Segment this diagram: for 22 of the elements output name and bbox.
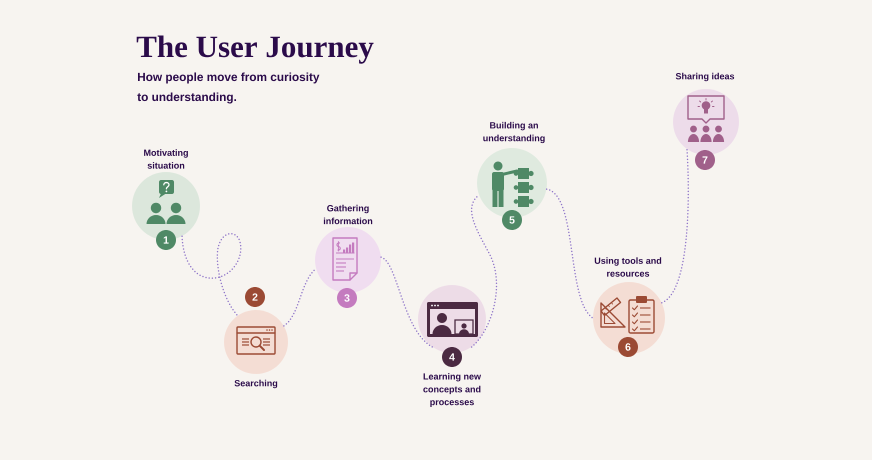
- dotted-path: [661, 148, 690, 304]
- step-heading: Using tools and resources: [594, 257, 662, 277]
- title: The User Journey: [136, 35, 374, 64]
- number-badge: 4: [442, 347, 462, 367]
- dotted-path: [283, 268, 317, 327]
- step-heading: Learning new concepts and processes: [423, 373, 482, 407]
- number-badge: 6: [618, 337, 638, 357]
- dotted-path: [470, 194, 498, 348]
- dotted-path: [546, 188, 594, 319]
- subtitle: How people move from curiosity to understanding.: [137, 72, 320, 104]
- number-badge: 7: [695, 150, 715, 170]
- step-heading: Motivating situation: [144, 149, 188, 169]
- number-badge: 2: [245, 287, 265, 307]
- number-badge: 1: [156, 230, 176, 250]
- dotted-path: [380, 256, 434, 348]
- dotted-path: [181, 232, 242, 316]
- step-heading: Gathering information: [324, 204, 372, 224]
- step-heading: Building an understanding: [483, 122, 545, 144]
- step-heading: Sharing ideas: [676, 72, 734, 82]
- step-heading: Searching: [234, 380, 278, 388]
- number-badge: 5: [502, 210, 522, 230]
- number-badge: 3: [337, 288, 357, 308]
